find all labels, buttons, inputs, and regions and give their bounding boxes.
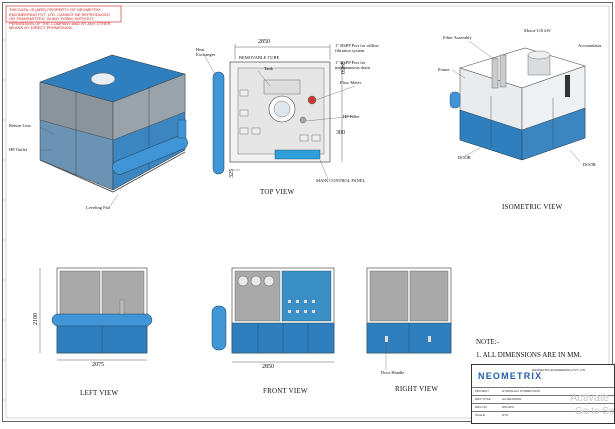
isometric-view-title: ISOMETRIC VIEW xyxy=(502,203,563,211)
front-view-title: FRONT VIEW xyxy=(263,387,308,395)
top-view-dim-width: 2850 xyxy=(258,39,270,45)
notes-heading: NOTE:- xyxy=(476,338,499,346)
label-heat-exchanger: Heat Exchanger xyxy=(196,47,216,57)
label-door-handle: Door Handle xyxy=(381,370,405,375)
label-filter-assembly: Filter Assembly xyxy=(443,35,472,40)
label-flow-meter: Flow Meter xyxy=(340,80,362,85)
notes-line-1: 1. ALL DIMENSIONS ARE IN MM. xyxy=(476,351,582,359)
label-tank: Tank xyxy=(264,66,273,71)
activation-watermark-line-1: Activate xyxy=(570,392,610,404)
label-leveling-pad: Leveling Pad xyxy=(86,205,110,210)
label-removable-tube: REMOVABLE TUBE xyxy=(239,55,280,60)
label-hp-filter: HP Filter xyxy=(343,114,360,119)
top-view-dim-side: 300 xyxy=(336,130,345,136)
label-bspp-offline: 1" BSPP Port for offline filtration syst… xyxy=(335,43,379,53)
left-view-drawing xyxy=(39,267,153,361)
company-name: NEOMETRIX ENGINEERING PVT. LTD. xyxy=(532,368,586,372)
label-return-line: Return Line xyxy=(9,123,31,128)
label-bspp-drain: 1" BSPP Port for instantaneous drain xyxy=(335,60,370,70)
top-view-title: TOP VIEW xyxy=(260,188,295,196)
label-main-control-panel: MAIN CONTROL PANEL xyxy=(316,178,366,183)
top-view-dim-bottom: 325 xyxy=(229,169,235,178)
label-hp-outlet: HP Outlet xyxy=(9,147,27,152)
right-view-title: RIGHT VIEW xyxy=(395,385,439,393)
label-door-right: DOOR xyxy=(583,162,596,167)
isometric-left-drawing xyxy=(39,54,188,193)
left-view-dim-height: 2100 xyxy=(33,313,39,325)
activation-watermark-line-2: Go to Se xyxy=(575,406,615,417)
disclaimer-text: THE DATA, IS (ARE) PROPERTY OF NEOMETRIX… xyxy=(9,7,111,30)
left-view-title: LEFT VIEW xyxy=(80,389,119,397)
sheet-border xyxy=(2,2,613,422)
top-view-drawing xyxy=(212,44,343,175)
label-frame: Frame xyxy=(438,67,450,72)
company-logo: NEOMETRIX xyxy=(478,371,543,381)
label-motor: Motor-110 kW xyxy=(524,28,551,33)
right-view-drawing xyxy=(366,267,452,354)
front-view-drawing xyxy=(211,267,335,363)
isometric-right-drawing xyxy=(449,47,586,161)
front-view-dim-width: 2850 xyxy=(262,364,274,370)
left-view-dim-width: 2075 xyxy=(92,362,104,368)
label-door-left: DOOR xyxy=(458,155,471,160)
label-accumulator: Accumulator xyxy=(578,43,602,48)
disclaimer-box xyxy=(5,5,122,23)
